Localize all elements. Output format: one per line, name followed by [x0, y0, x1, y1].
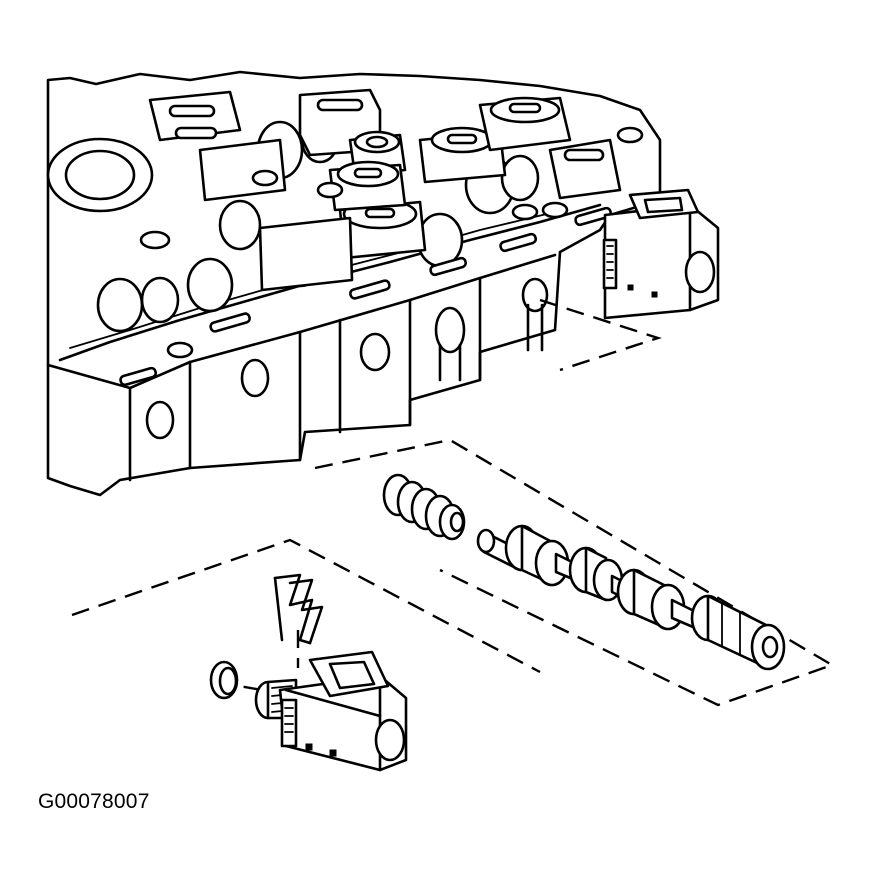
shift-valve-icon — [476, 524, 786, 671]
solenoid-installed-icon — [602, 188, 720, 320]
figure-id-label: G00078007 — [38, 790, 150, 813]
retainer-clip-icon — [273, 573, 324, 645]
alignment-line-upper — [539, 298, 662, 372]
solenoid-icon — [254, 650, 408, 772]
alignment-box-solenoid — [71, 538, 541, 674]
valve-spring-icon — [382, 473, 466, 541]
valve-body-icon — [46, 70, 662, 497]
alignment-box-spool — [314, 438, 835, 707]
o-ring-icon — [209, 660, 239, 700]
